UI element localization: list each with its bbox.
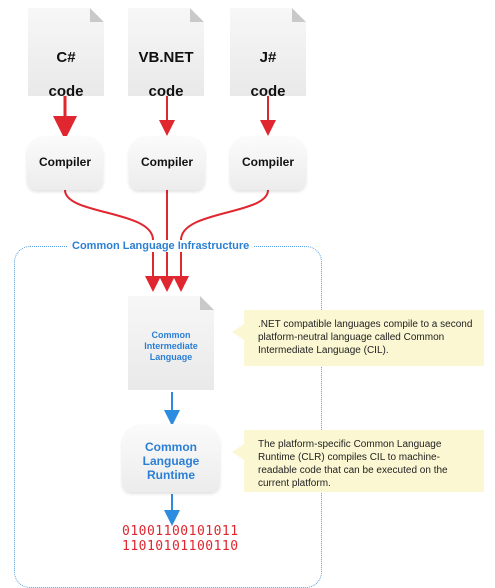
language-name: J# xyxy=(259,49,277,66)
binary-line: 01001100101011 xyxy=(122,524,239,539)
doc-cil: Common Intermediate Language xyxy=(128,296,214,390)
binary-output: 01001100101011 11010101100110 xyxy=(122,524,252,554)
note-clr: The platform-specific Common Language Ru… xyxy=(232,430,484,492)
language-name: VB.NET xyxy=(138,49,194,66)
binary-line: 11010101100110 xyxy=(122,539,239,554)
language-suffix: code xyxy=(148,83,184,100)
arrow-compiler1-to-cil xyxy=(64,189,161,292)
compiler-vbnet: Compiler xyxy=(129,136,205,190)
compiler-label: Compiler xyxy=(140,155,193,169)
cil-text: Common Intermediate Language xyxy=(144,330,198,362)
arrow-compiler3-to-cil xyxy=(173,189,269,292)
clr-node xyxy=(122,424,220,492)
compiler-label: Compiler xyxy=(241,155,294,169)
language-suffix: code xyxy=(48,83,84,100)
language-name: C# xyxy=(56,49,76,66)
doc-vbnet: VB.NET code xyxy=(128,8,204,96)
compiler-csharp: Compiler xyxy=(27,136,103,190)
clr-text: Common Language Runtime xyxy=(142,440,200,482)
language-suffix: code xyxy=(250,83,286,100)
doc-jsharp: J# code xyxy=(230,8,306,96)
flow-arrows xyxy=(53,96,276,526)
doc-csharp: C# code xyxy=(28,8,104,96)
cli-label: Common Language Infrastructure xyxy=(68,240,254,252)
note-cil: .NET compatible languages compile to a s… xyxy=(232,310,484,366)
compiler-label: Compiler xyxy=(38,155,91,169)
compiler-jsharp: Compiler xyxy=(230,136,306,190)
